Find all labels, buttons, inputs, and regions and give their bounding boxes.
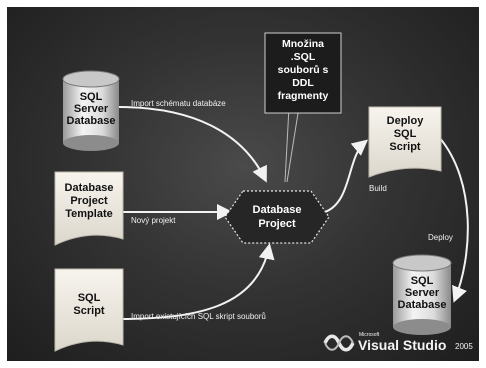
edge-deploy [438,136,469,303]
source-database-cylinder [62,70,120,151]
deploy-script-document [368,106,442,178]
template-label: Database Project Template [64,182,114,220]
target-database-cylinder [392,254,452,335]
script-document [54,268,124,352]
callout-box [264,32,342,114]
project-label: Database Project [252,204,302,230]
callout-pointer [284,106,300,183]
target-database-label: SQL Server Database [397,275,447,311]
edge-label-build: Build [369,184,387,193]
diagram-graphics [54,32,469,352]
edge-build [324,139,369,213]
project-hexagon [224,190,330,244]
brand-year: 2005 [455,342,473,351]
edge-label-import-scripts: Import existujících SQL skript souborů [131,312,266,321]
diagram-slide: SQL Server Database Database Project Tem… [7,7,479,361]
deploy-script-label: Deploy SQL Script [386,115,424,153]
edge-label-deploy: Deploy [428,233,453,242]
source-database-label: SQL Server Database [66,91,116,127]
edge-label-import-schema: Import schématu databáze [131,99,226,108]
script-label: SQL Script [73,292,105,317]
template-document [54,171,124,246]
brand-microsoft: Microsoft [359,332,380,338]
edge-import-scripts [118,243,275,320]
brand-name: Visual Studio [358,337,447,353]
visual-studio-logo-icon [323,334,355,352]
callout-label: Množina .SQL souborů s DDL fragmenty [277,38,329,102]
edge-label-new-project: Nový projekt [131,216,176,225]
edge-import-schema [118,106,267,183]
